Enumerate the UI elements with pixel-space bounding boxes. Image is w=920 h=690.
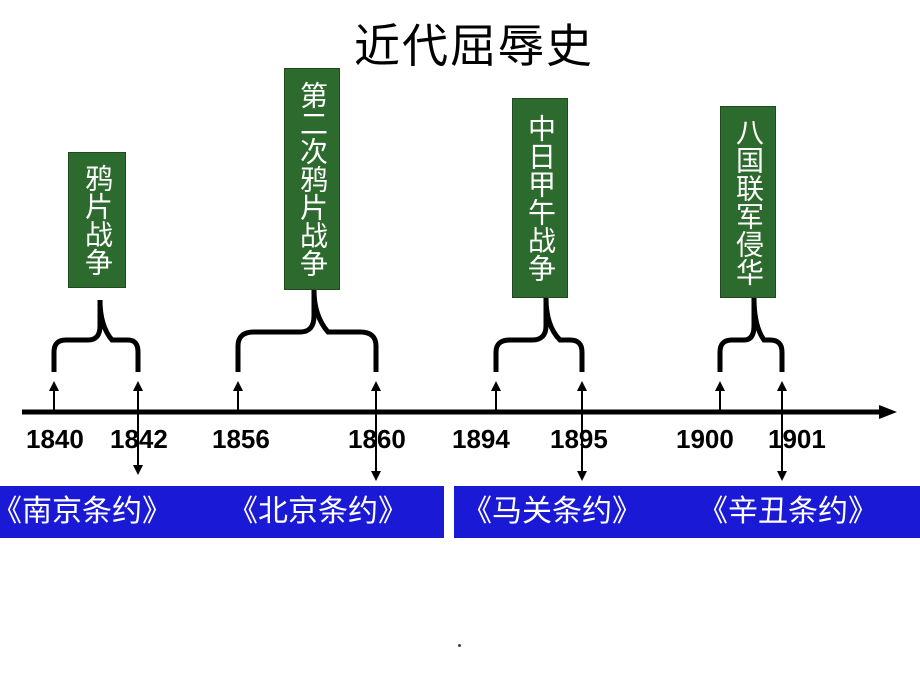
brace-opium-war	[51, 299, 141, 372]
war-box-eight-nation-alliance: 八国联军侵华	[720, 106, 776, 298]
treaty-shimonoseki: 《马关条约》	[462, 494, 642, 529]
treaty-band-right	[454, 486, 920, 538]
war-box-opium-war: 鸦片战争	[68, 152, 126, 288]
treaty-nanjing: 《南京条约》	[0, 494, 172, 529]
treaty-beijing: 《北京条约》	[228, 494, 408, 529]
treaty-band-left	[0, 486, 444, 538]
war-box-sino-japanese-war: 中日甲午战争	[512, 98, 568, 298]
brace-eight-nation-alliance	[717, 297, 785, 372]
brace-second-opium-war	[235, 289, 379, 372]
year-label-1842: 1842	[110, 424, 168, 454]
year-label-1894: 1894	[452, 424, 510, 454]
brace-sino-japanese-war	[493, 297, 585, 372]
year-label-1860: 1860	[348, 424, 406, 454]
year-label-1840: 1840	[26, 424, 84, 454]
year-label-1900: 1900	[676, 424, 734, 454]
year-label-1856: 1856	[212, 424, 270, 454]
year-label-1895: 1895	[550, 424, 608, 454]
treaty-xinchou: 《辛丑条约》	[698, 494, 878, 529]
page-title: 近代屈辱史	[354, 19, 594, 73]
year-label-1901: 1901	[768, 424, 826, 454]
footer-dot	[458, 644, 461, 647]
war-box-second-opium-war: 第二次鸦片战争	[284, 68, 340, 290]
